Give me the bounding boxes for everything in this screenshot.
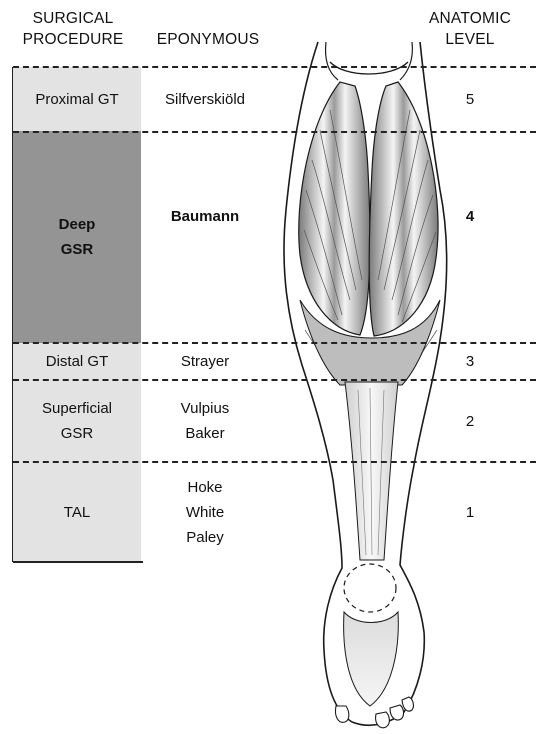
procedure-label: Proximal GT [35, 87, 118, 112]
procedure-cell-proximal-gt: Proximal GT [13, 67, 141, 131]
eponym-label: Vulpius [181, 396, 230, 421]
level-5: 5 [440, 67, 500, 131]
procedure-label: GSR [61, 237, 94, 262]
divider-5-4 [13, 131, 536, 133]
level-3: 3 [440, 343, 500, 380]
procedure-cell-tal: TAL [13, 462, 141, 562]
divider-3-2 [13, 379, 536, 381]
level-4: 4 [440, 131, 500, 301]
divider-bottom [13, 561, 143, 563]
procedure-cell-distal-gt: Distal GT [13, 343, 141, 380]
eponym-label: White [186, 500, 224, 525]
procedure-label: GSR [61, 421, 94, 446]
divider-2-1 [13, 461, 536, 463]
procedure-label: Distal GT [46, 349, 109, 374]
level-2: 2 [440, 380, 500, 462]
eponym-cell-baumann: Baumann [141, 131, 269, 301]
eponym-label: Paley [186, 525, 224, 550]
eponym-cell-vulpius-baker: Vulpius Baker [141, 380, 269, 462]
eponym-label: Hoke [187, 475, 222, 500]
divider-4-3 [13, 342, 536, 344]
procedure-label: TAL [64, 500, 90, 525]
divider-top [13, 66, 536, 68]
eponym-label: Strayer [181, 349, 229, 374]
procedure-label: Deep [59, 212, 96, 237]
procedure-cell-deep-gsr: Deep GSR [13, 131, 141, 343]
eponym-cell-silfverskiold: Silfverskiöld [141, 67, 269, 131]
eponym-label: Baumann [171, 204, 239, 229]
procedure-label: Superficial [42, 396, 112, 421]
eponym-label: Baker [185, 421, 224, 446]
procedure-cell-superficial-gsr: Superficial GSR [13, 380, 141, 462]
eponym-cell-strayer: Strayer [141, 343, 269, 380]
level-1: 1 [440, 462, 500, 562]
eponym-label: Silfverskiöld [165, 87, 245, 112]
eponym-cell-hoke-white-paley: Hoke White Paley [141, 462, 269, 562]
